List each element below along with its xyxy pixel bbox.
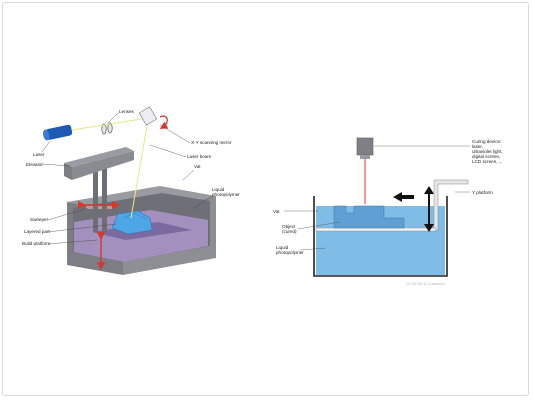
label-liquid-2: photopolymer <box>276 250 304 255</box>
mirror-rotation-arrow <box>159 115 169 129</box>
label-scanning-mirror: X-Y scanning mirror <box>191 140 232 145</box>
label-elevator: Elevator <box>26 162 43 167</box>
image-frame <box>2 2 529 396</box>
label-curing-device-1: Curing device: <box>472 139 501 144</box>
lens-1-icon <box>101 123 107 135</box>
label-curing-device-4: digital screen, <box>472 154 500 159</box>
label-layered-part: Layered part <box>24 229 51 234</box>
label-curing-device-3: ultraviolet light, <box>472 149 503 154</box>
vat-walls <box>313 196 448 277</box>
label-liquid-1: Liquid <box>276 245 289 250</box>
lens-2-icon <box>107 122 113 134</box>
dlp-leader-lines <box>284 145 470 251</box>
label-object-2: (cured) <box>282 229 297 234</box>
curing-device-lamp <box>356 137 374 156</box>
elevator-post-left <box>93 162 98 232</box>
dlp-diagram: Curing device: laser, ultraviolet light,… <box>273 137 503 286</box>
label-laser: Laser <box>33 152 45 157</box>
laser-icon <box>43 124 73 141</box>
sweeper <box>86 206 112 209</box>
scanning-mirror-icon <box>138 106 158 126</box>
label-object-1: Object <box>282 224 296 229</box>
vertical-move-arrow <box>424 186 434 232</box>
label-sweeper: Sweeper <box>30 217 49 222</box>
sla-diagram: Lenses X-Y scanning mirror Laser Laser b… <box>22 106 240 275</box>
label-lenses: Lenses <box>119 109 135 114</box>
label-curing-device-5: LCD screen, ... <box>472 159 503 164</box>
elevator-post-right <box>102 160 107 232</box>
label-liquid-photopolymer-1: Liquid <box>212 187 225 192</box>
label-curing-device-2: laser, <box>472 144 483 149</box>
label-y-platform: Y platform <box>472 190 493 195</box>
laser-beam-horizontal <box>71 117 149 131</box>
sla-leader-lines <box>41 112 213 245</box>
label-build-platform: Build platform <box>22 241 50 246</box>
cured-object <box>333 205 405 229</box>
credit-text: CC BY-SA 4.0 Lawrence <box>406 282 445 286</box>
label-laser-beam: Laser beam <box>187 154 211 159</box>
horizontal-move-arrow <box>393 192 414 202</box>
label-vat-right: Vat <box>273 209 280 214</box>
laser-beam <box>130 119 149 219</box>
y-platform <box>315 227 437 232</box>
label-vat: Vat <box>194 164 201 169</box>
y-platform-arm <box>433 179 469 231</box>
elevator-arm <box>64 147 134 167</box>
label-liquid-photopolymer-2: photopolymer <box>212 192 240 197</box>
